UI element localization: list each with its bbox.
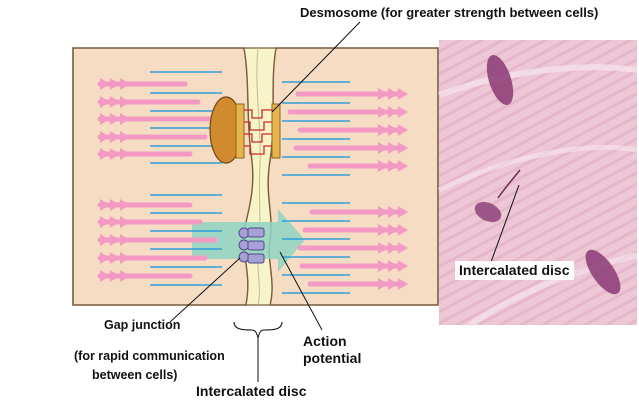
left-myofibril-heads-top (100, 78, 130, 160)
gap-junction-note-line2: between cells) (92, 368, 178, 382)
gap-junction-note-line1: (for rapid communication (74, 349, 225, 363)
left-filaments-bottom (150, 194, 222, 286)
schematic (72, 21, 439, 382)
nucleus (585, 249, 621, 295)
leader-lines (169, 21, 361, 382)
right-myofibril-heads-top (378, 88, 408, 172)
desmosome (209, 96, 281, 164)
action-potential-arrow (192, 209, 305, 272)
gap-junction (238, 227, 265, 264)
right-filaments-top (282, 81, 350, 176)
micrograph-leader (490, 184, 520, 263)
right-myofibril-heads-bottom (378, 206, 408, 290)
gap-junction-label: Gap junction (104, 318, 181, 332)
nucleus (486, 55, 514, 105)
desmosome-label: Desmosome (for greater strength between … (300, 5, 599, 20)
micrograph (437, 40, 638, 328)
action-potential-label-line2: potential (303, 350, 362, 366)
action-potential-label-line1: Action (303, 333, 347, 349)
intercalated-disc-label: Intercalated disc (196, 383, 307, 399)
micrograph-intercalated-disc-label: Intercalated disc (455, 261, 574, 281)
nucleus (474, 201, 502, 223)
right-filaments-bottom (282, 202, 350, 294)
left-filaments-top (150, 71, 222, 164)
left-myofibril-heads-bottom (100, 199, 130, 282)
